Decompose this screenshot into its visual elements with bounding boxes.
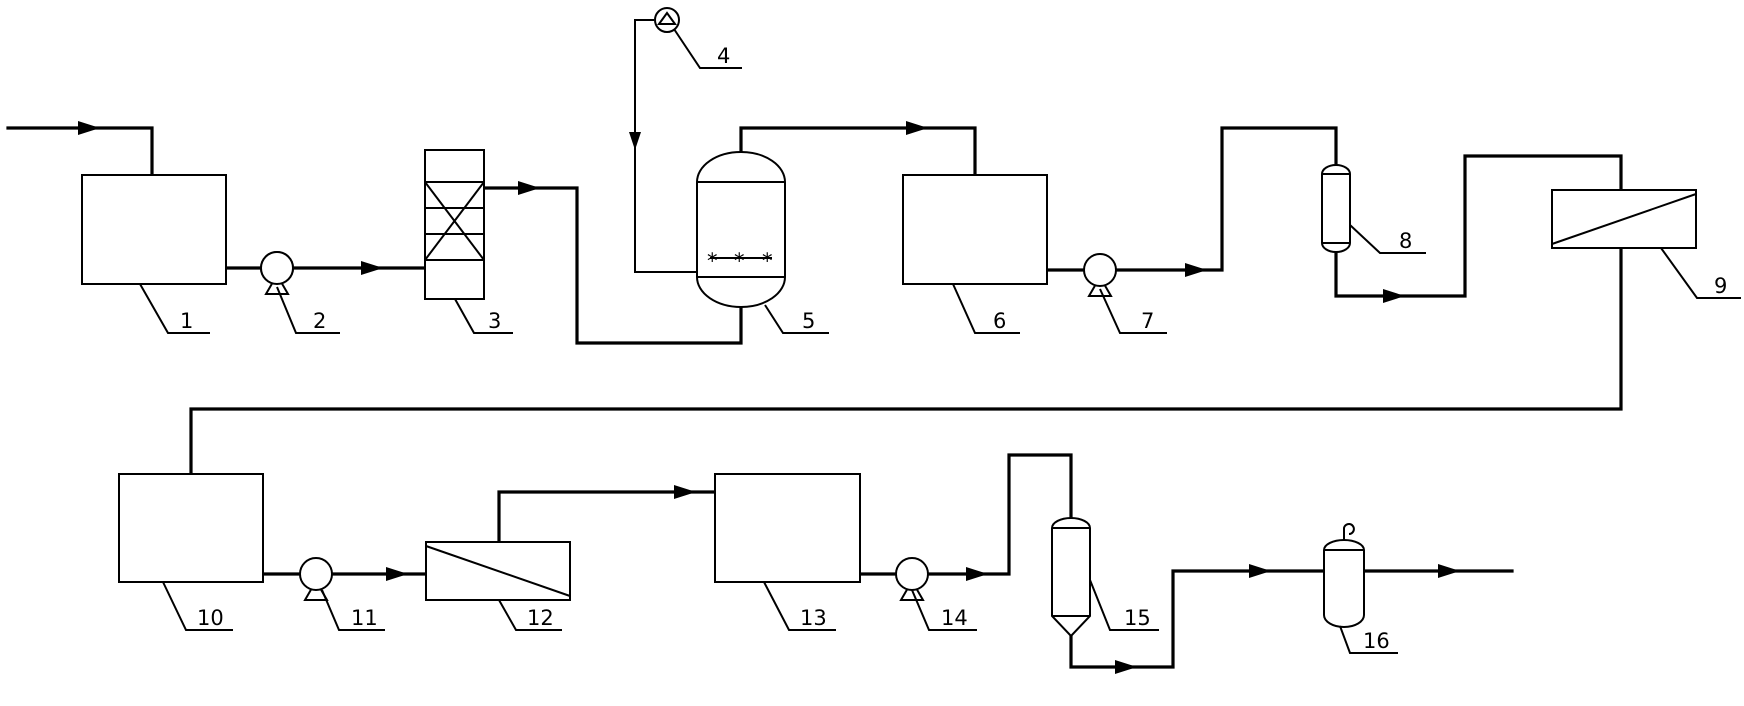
blower-4 xyxy=(654,7,680,33)
label-14: 14 xyxy=(941,606,968,630)
pipe-membrane9-to-tank10 xyxy=(189,246,1623,476)
pump-14 xyxy=(895,557,929,601)
label-9: 9 xyxy=(1714,274,1727,298)
pump-2 xyxy=(260,251,294,295)
arrow-to-vessel16 xyxy=(1249,564,1271,578)
label-15: 15 xyxy=(1124,606,1151,630)
label-3: 3 xyxy=(488,309,501,333)
membrane-12 xyxy=(425,541,571,601)
svg-text:*: * xyxy=(734,249,745,273)
label-8: 8 xyxy=(1399,229,1412,253)
pipe-column3-to-reactor5 xyxy=(482,186,743,345)
arrow-to-separator15 xyxy=(966,567,988,581)
arrow-separator15-out xyxy=(1115,660,1137,674)
label-12: 12 xyxy=(527,606,554,630)
arrow-outlet xyxy=(1438,564,1460,578)
svg-text:*: * xyxy=(762,249,773,273)
membrane-9 xyxy=(1551,189,1697,249)
arrow-to-tank6 xyxy=(906,121,928,135)
arrow-to-column3 xyxy=(361,261,383,275)
flow-arrows xyxy=(78,121,1460,674)
arrow-inlet xyxy=(78,121,100,135)
tank-10 xyxy=(118,473,264,583)
pipe-pump14-to-separator15 xyxy=(928,453,1073,576)
tank-1 xyxy=(81,174,227,285)
arrow-from-column3 xyxy=(518,181,540,195)
label-10: 10 xyxy=(197,606,224,630)
label-5: 5 xyxy=(802,309,815,333)
pipelines xyxy=(6,19,1623,669)
label-7: 7 xyxy=(1141,309,1154,333)
separator-15 xyxy=(1051,517,1091,638)
equipment-labels: 1 2 3 4 5 6 7 8 9 10 11 12 13 14 15 16 xyxy=(180,44,1727,653)
tank-6 xyxy=(902,174,1048,285)
pump-11 xyxy=(299,557,333,601)
arrow-to-tank13 xyxy=(674,485,696,499)
label-13: 13 xyxy=(800,606,827,630)
pipe-separator15-to-vessel16 xyxy=(1069,569,1326,669)
leader-lines xyxy=(139,28,1741,654)
pipe-membrane12-to-tank13 xyxy=(497,490,717,544)
pump-7 xyxy=(1083,253,1117,297)
label-11: 11 xyxy=(351,606,378,630)
svg-text:*: * xyxy=(707,249,718,273)
label-6: 6 xyxy=(993,309,1006,333)
arrow-to-membrane9 xyxy=(1383,289,1405,303)
arrow-to-membrane12 xyxy=(386,567,408,581)
filter-8 xyxy=(1321,164,1351,253)
pipe-reactor5-to-tank6 xyxy=(739,126,977,177)
reactor-5: * * * xyxy=(696,151,786,308)
arrow-to-filter8 xyxy=(1185,263,1207,277)
arrow-air-down xyxy=(629,132,641,150)
vessel-16 xyxy=(1323,523,1365,628)
pipe-filter8-to-membrane9 xyxy=(1334,154,1623,298)
column-3 xyxy=(424,149,485,300)
tank-13 xyxy=(714,473,861,583)
label-2: 2 xyxy=(313,309,326,333)
label-16: 16 xyxy=(1363,629,1390,653)
label-4: 4 xyxy=(717,44,730,68)
pipe-inlet xyxy=(6,126,154,177)
label-1: 1 xyxy=(180,309,193,333)
pipe-pump7-to-filter8 xyxy=(1116,126,1338,272)
